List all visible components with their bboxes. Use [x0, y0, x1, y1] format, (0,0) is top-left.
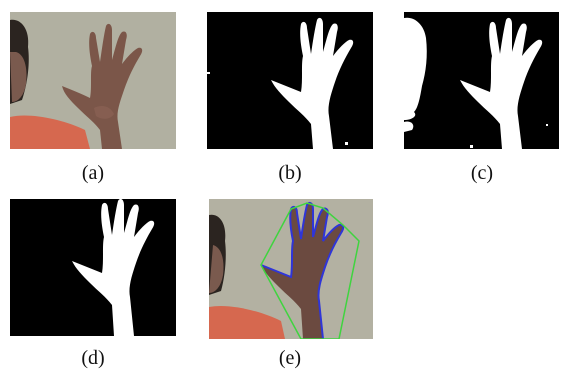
- hand-clean-mask-image: [10, 199, 176, 336]
- panel-d-mask-clean: [10, 199, 176, 336]
- panel-b-mask: [207, 12, 373, 149]
- panel-d-caption: (d): [73, 348, 113, 368]
- panel-c-mask-noise: [404, 12, 559, 149]
- hand-mask-image: [207, 12, 373, 149]
- hand-face-mask-image: [404, 12, 559, 149]
- panel-a-caption: (a): [73, 163, 113, 183]
- panel-a-photo: [10, 12, 176, 149]
- hand-photo-image: [10, 12, 176, 149]
- hand-hull-image: [209, 199, 373, 339]
- panel-e-hull: [209, 199, 373, 339]
- panel-e-caption: (e): [270, 348, 310, 368]
- panel-c-caption: (c): [462, 163, 502, 183]
- panel-b-caption: (b): [270, 163, 310, 183]
